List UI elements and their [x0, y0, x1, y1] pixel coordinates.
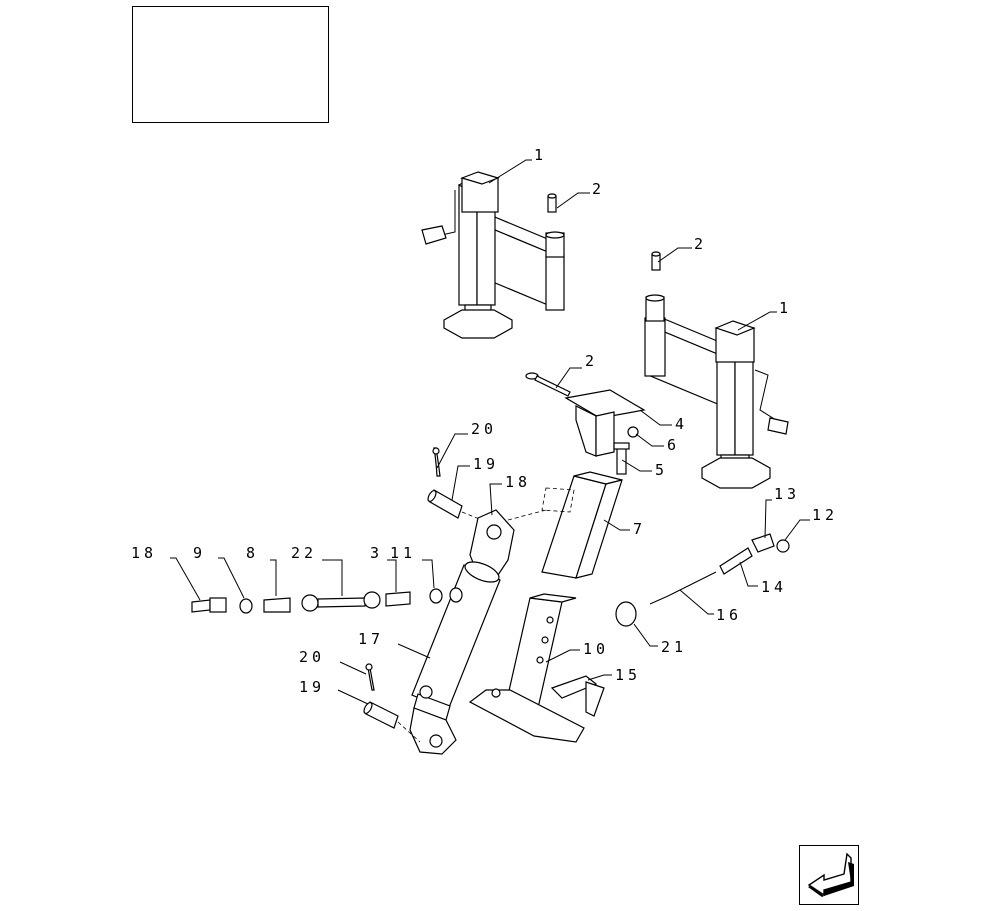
callout-14: 14 [761, 578, 787, 596]
chain-spring-clamp [615, 533, 790, 627]
callout-18: 18 [131, 544, 157, 562]
callout-leaders [170, 159, 810, 705]
callout-3: 3 [370, 544, 383, 562]
callout-21: 21 [661, 638, 687, 656]
bracket-assembly [525, 372, 646, 475]
callout-17: 17 [358, 630, 384, 648]
pin-set-bottom [363, 663, 421, 743]
callout-12: 12 [812, 506, 838, 524]
hydraulic-cylinder [409, 509, 515, 755]
callout-2: 2 [585, 352, 598, 370]
hardware-row [191, 587, 463, 614]
base-bracket [468, 593, 605, 743]
callout-13: 13 [774, 485, 800, 503]
callout-20: 20 [471, 420, 497, 438]
callout-11: 11 [390, 544, 416, 562]
callout-18: 18 [505, 473, 531, 491]
callout-19: 19 [473, 455, 499, 473]
callout-16: 16 [716, 606, 742, 624]
callout-7: 7 [633, 520, 646, 538]
callout-4: 4 [675, 415, 688, 433]
next-page-arrow-button[interactable] [799, 845, 859, 905]
jack-stand-right [644, 251, 789, 489]
callout-9: 9 [193, 544, 206, 562]
callout-10: 10 [583, 640, 609, 658]
callout-8: 8 [246, 544, 259, 562]
callout-5: 5 [655, 461, 668, 479]
callout-2: 2 [694, 235, 707, 253]
next-page-arrow-icon [807, 852, 854, 897]
callout-19: 19 [299, 678, 325, 696]
callout-22: 22 [291, 544, 317, 562]
callout-labels: 1 2 2 1 2 4 6 5 20 19 18 7 13 12 18 9 8 … [131, 146, 838, 696]
callout-15: 15 [615, 666, 641, 684]
callout-2: 2 [592, 180, 605, 198]
callout-1: 1 [779, 299, 792, 317]
jack-stand-left [421, 171, 565, 339]
callout-1: 1 [534, 146, 547, 164]
title-box [132, 6, 329, 123]
pin-set-top [427, 447, 483, 521]
callout-6: 6 [667, 436, 680, 454]
tube-7 [507, 471, 623, 579]
callout-20: 20 [299, 648, 325, 666]
